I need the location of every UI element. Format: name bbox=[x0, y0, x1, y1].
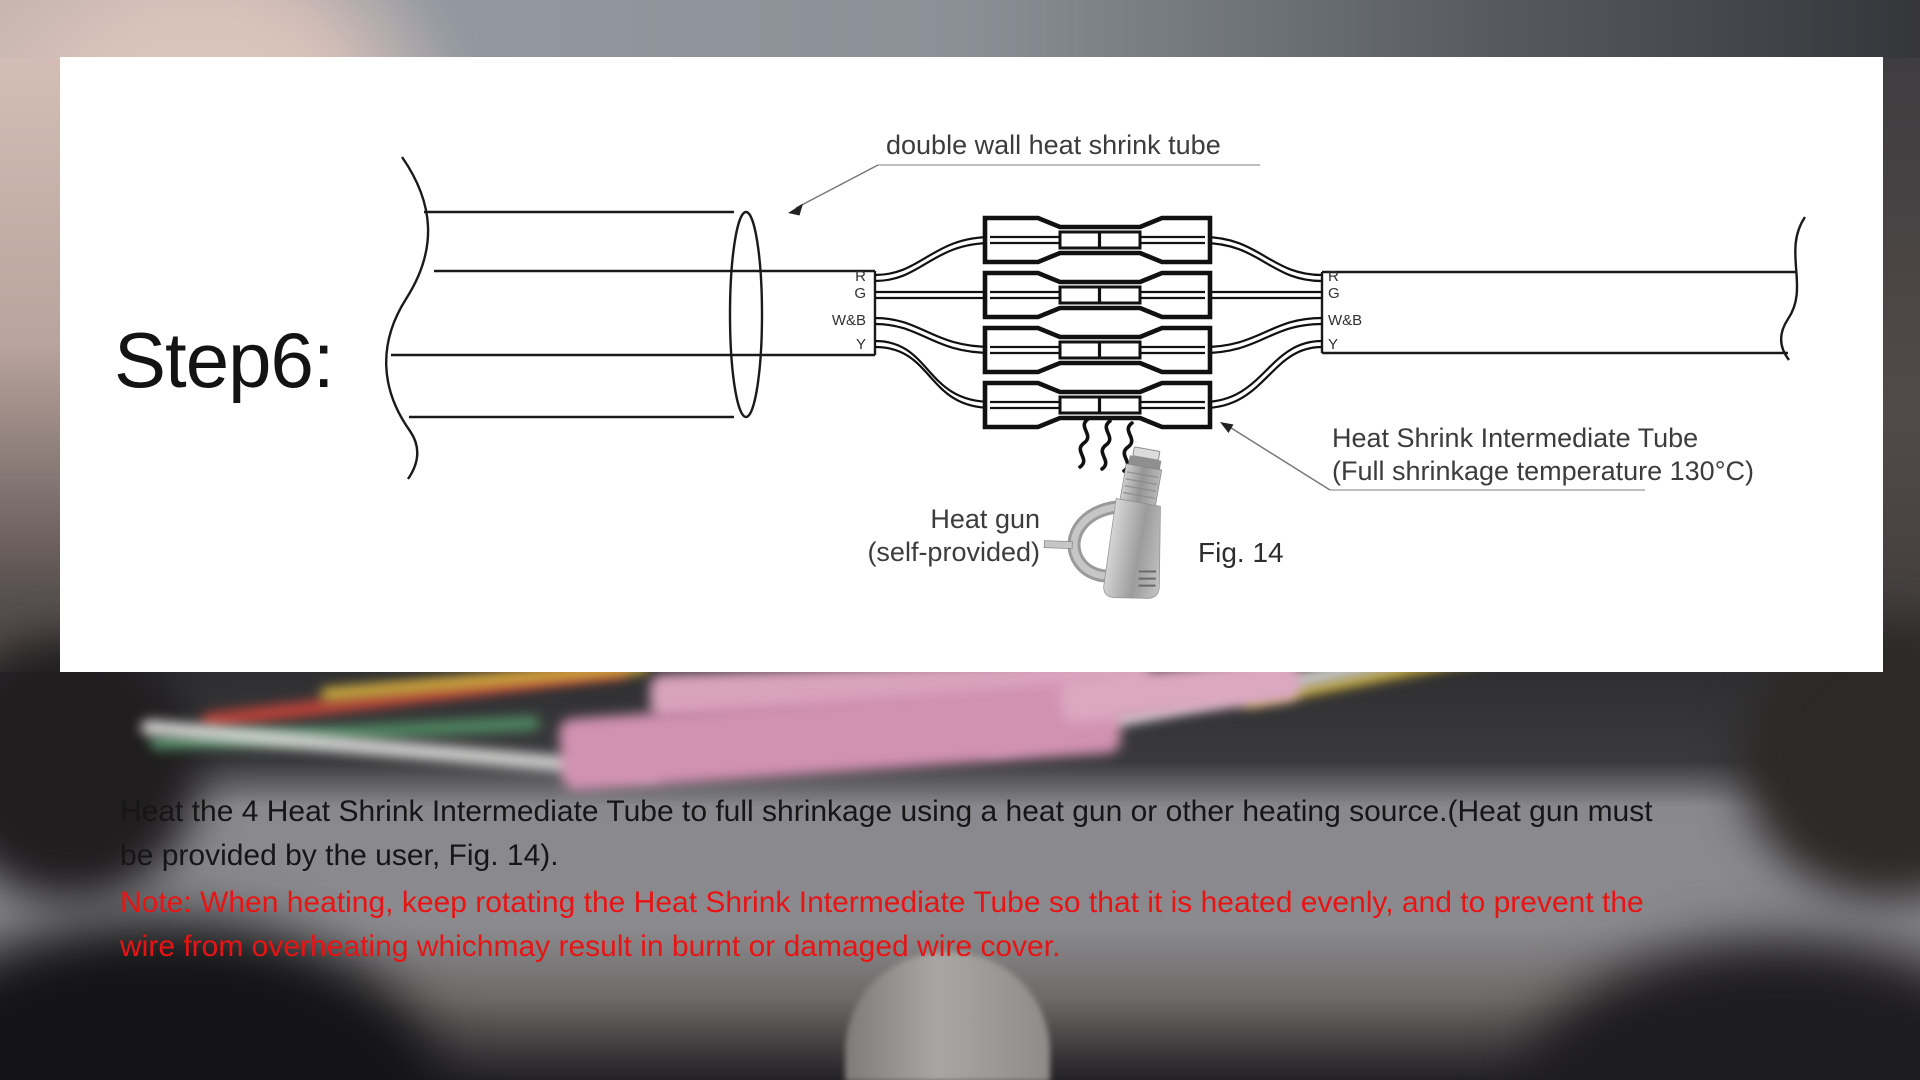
heat-shrink-connector-2 bbox=[982, 270, 1213, 320]
right-wire-box bbox=[1320, 270, 1796, 355]
heat-waves-icon bbox=[1078, 417, 1134, 473]
arrowhead-double-wall bbox=[788, 203, 803, 216]
label-heat-gun: Heat gun (self-provided) bbox=[750, 503, 1040, 569]
figure-caption: Fig. 14 bbox=[1198, 537, 1284, 568]
wire-label-left-y: Y bbox=[855, 336, 866, 353]
note-line-2: wire from overheating whichmay result in… bbox=[120, 930, 1061, 963]
label-heat-shrink-intermediate-tube: Heat Shrink Intermediate Tube (Full shri… bbox=[1332, 422, 1754, 488]
leader-line-intermediate bbox=[1227, 425, 1331, 491]
wire-y-a bbox=[874, 339, 993, 404]
leader-intermediate bbox=[1220, 422, 1645, 491]
wire-wb-d bbox=[1202, 322, 1323, 355]
right-cable-break-wave bbox=[1779, 216, 1806, 361]
wire-r-b bbox=[874, 241, 993, 283]
wire-label-right-r: R bbox=[1328, 268, 1339, 285]
instruction-line-2: be provided by the user, Fig. 14). bbox=[120, 839, 559, 872]
leader-line-double-wall bbox=[795, 164, 879, 209]
wire-label-right-g: G bbox=[1328, 285, 1340, 302]
wire-label-left-g: G bbox=[854, 285, 866, 302]
label-double-wall-heat-shrink-tube: double wall heat shrink tube bbox=[886, 130, 1221, 160]
label-intermediate-line1: Heat Shrink Intermediate Tube bbox=[1332, 423, 1699, 453]
wire-y-d bbox=[1202, 345, 1323, 410]
wire-label-right-y: Y bbox=[1328, 336, 1339, 353]
bg-shadow-left bbox=[0, 640, 200, 900]
heat-shrink-connector-1 bbox=[982, 215, 1213, 265]
instruction-panel: Step6: double wall heat shrink tube Heat… bbox=[60, 57, 1883, 672]
wire-wb-b bbox=[874, 322, 993, 355]
wire-label-right-wb: W&B bbox=[1328, 312, 1363, 329]
heat-shrink-connector-4 bbox=[982, 380, 1213, 430]
left-cable bbox=[385, 156, 877, 480]
wire-y-b bbox=[874, 345, 993, 410]
splice-connectors bbox=[982, 215, 1213, 430]
left-cable-end-ellipse bbox=[728, 210, 764, 419]
wire-r-c bbox=[1202, 235, 1323, 277]
wire-label-left-wb: W&B bbox=[831, 312, 866, 329]
heat-wave-1 bbox=[1078, 417, 1090, 469]
wire-r-d bbox=[1202, 241, 1323, 283]
instruction-line-1: Heat the 4 Heat Shrink Intermediate Tube… bbox=[120, 795, 1653, 828]
step-title: Step6: bbox=[114, 316, 335, 404]
wire-wb-a bbox=[874, 316, 993, 349]
wire-wb-c bbox=[1202, 316, 1323, 349]
label-heat-gun-line2: (self-provided) bbox=[867, 537, 1040, 567]
label-intermediate-line2: (Full shrinkage temperature 130°C) bbox=[1332, 456, 1754, 486]
wiring-diagram bbox=[385, 156, 1806, 599]
wires-right bbox=[1202, 235, 1323, 410]
heat-gun-illustration bbox=[1043, 446, 1163, 599]
wire-y-c bbox=[1202, 339, 1323, 404]
wire-label-left-r: R bbox=[855, 268, 866, 285]
left-cable-break-wave bbox=[385, 156, 430, 480]
wire-r-a bbox=[874, 235, 993, 277]
arrowhead-intermediate bbox=[1220, 422, 1234, 433]
note-line-1: Note: When heating, keep rotating the He… bbox=[120, 886, 1644, 919]
right-cable bbox=[1320, 216, 1806, 361]
label-heat-gun-line1: Heat gun bbox=[930, 504, 1040, 534]
heat-shrink-connector-3 bbox=[982, 325, 1213, 375]
leader-double-wall bbox=[788, 164, 1260, 216]
heat-wave-2 bbox=[1100, 419, 1112, 471]
wires-left bbox=[874, 235, 993, 410]
